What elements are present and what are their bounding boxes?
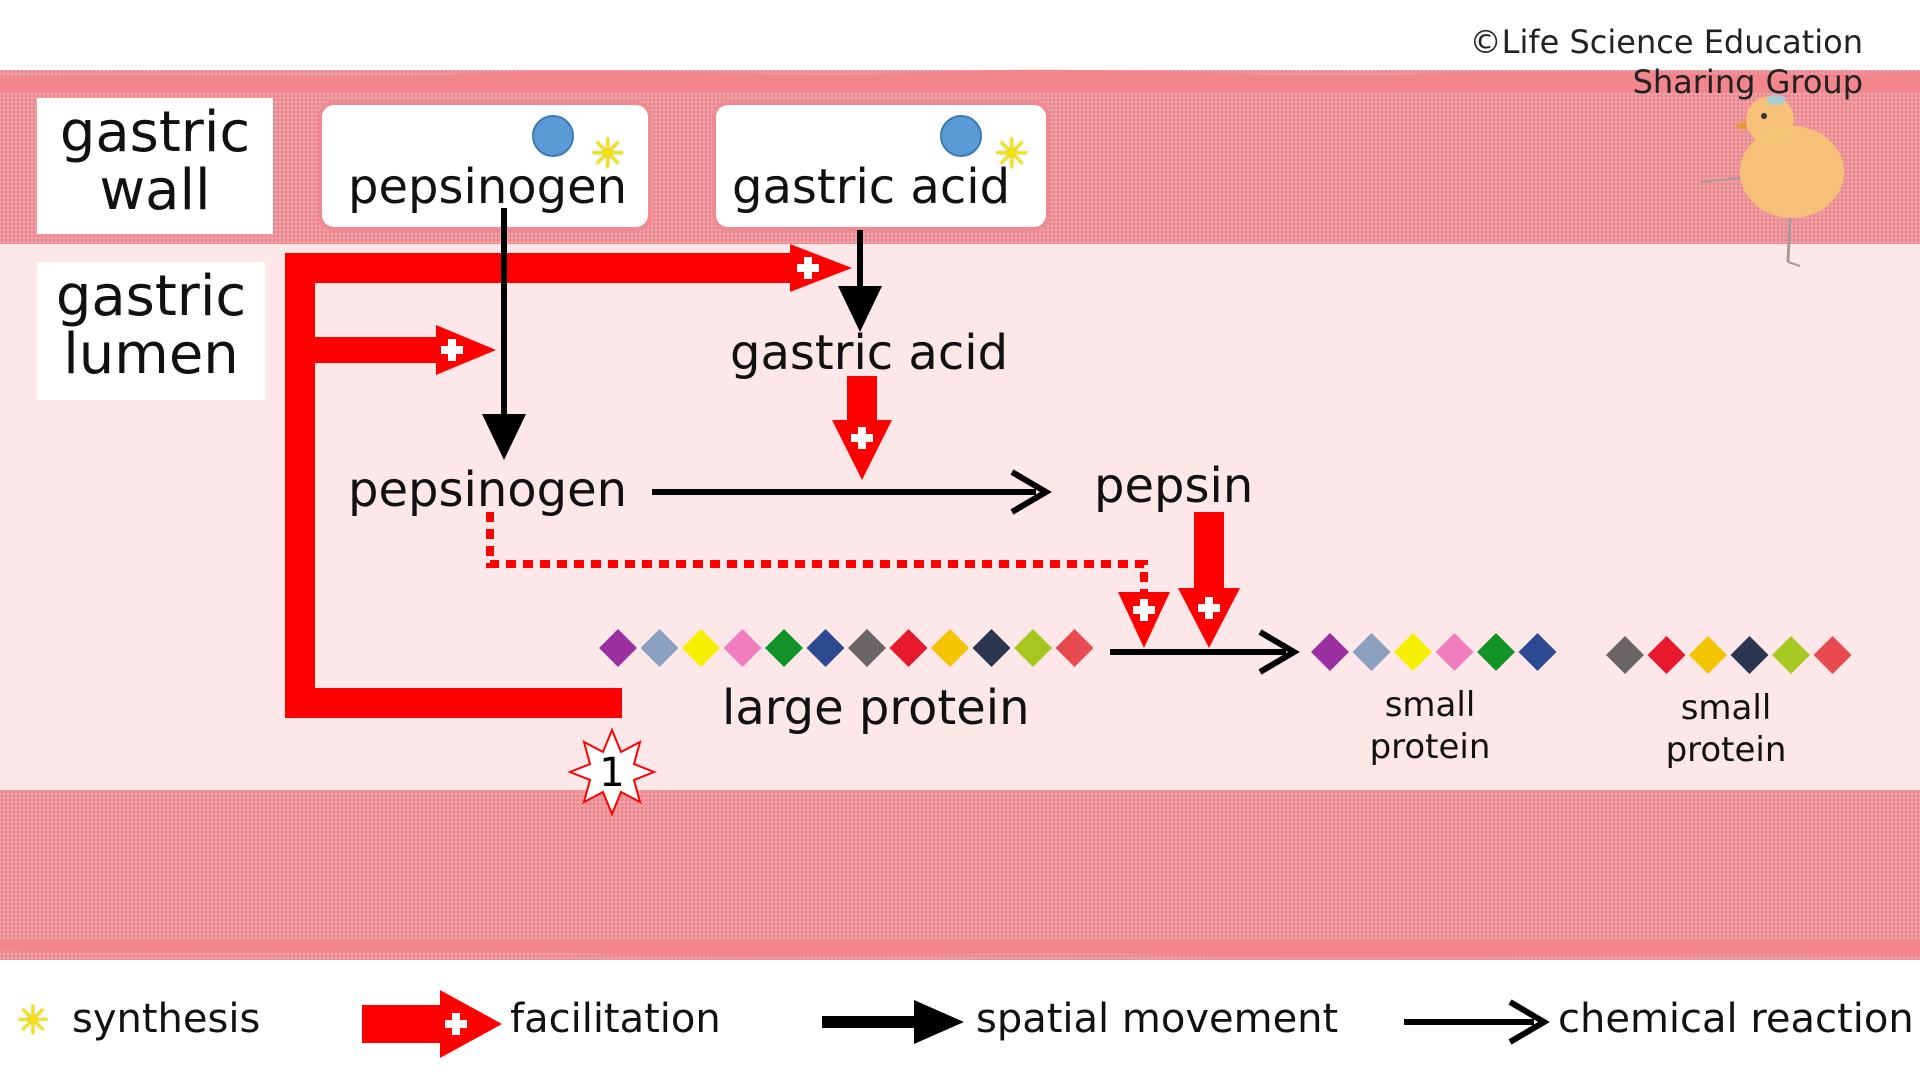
amino-acid-diamond xyxy=(1014,629,1052,667)
legend-spatial-movement-label: spatial movement xyxy=(976,996,1339,1042)
small-protein-chain-2 xyxy=(1606,636,1852,674)
wall-bottom-edge xyxy=(0,940,1920,958)
wall-gastric-acid-label: gastric acid xyxy=(732,159,1011,215)
wall-top-edge xyxy=(0,69,1920,92)
facilitation-arrow-to-pepsinogen xyxy=(436,325,496,375)
synthesis-star-icon: ✳ xyxy=(590,129,626,178)
small-protein-label-1: small protein xyxy=(1350,684,1510,768)
number-marker-label: 1 xyxy=(599,750,624,796)
amino-acid-diamond xyxy=(1352,633,1391,671)
amino-acid-diamond xyxy=(972,629,1011,667)
copyright-line-1: ©Life Science Education xyxy=(1469,23,1863,61)
lumen-pepsinogen-label: pepsinogen xyxy=(348,462,628,518)
amino-acid-diamond xyxy=(1689,636,1727,674)
number-marker-starburst xyxy=(567,727,657,817)
gastric-wall-band-bottom xyxy=(0,790,1920,960)
gastric-lumen-label: gastric lumen xyxy=(37,262,265,400)
amino-acid-diamond xyxy=(1394,633,1432,671)
amino-acid-diamond xyxy=(848,629,886,667)
copyright-line-2: Sharing Group xyxy=(1632,63,1863,101)
amino-acid-diamond xyxy=(806,629,845,667)
legend-facilitation-arrow-icon xyxy=(440,990,502,1058)
small-protein-1-line-1: small xyxy=(1384,685,1476,725)
small-protein-chain-1 xyxy=(1311,633,1557,671)
facilitation-arrow-to-gastric-acid xyxy=(790,244,852,292)
amino-acid-diamond xyxy=(723,629,762,667)
amino-acid-diamond xyxy=(1772,636,1810,674)
gastric-lumen-label-line-1: gastric xyxy=(55,264,247,329)
gastric-wall-label: gastric wall xyxy=(37,98,273,234)
amino-acid-diamond xyxy=(1606,636,1644,674)
amino-acid-diamond xyxy=(1311,633,1349,671)
gastric-acid-synthesis-box: ✳ gastric acid xyxy=(712,101,1050,231)
chick-mascot-icon xyxy=(1700,95,1844,267)
gastric-wall-label-line-1: gastric xyxy=(59,100,251,165)
amino-acid-diamond xyxy=(682,629,720,667)
wall-pepsinogen-label: pepsinogen xyxy=(348,159,628,215)
amino-acid-diamond xyxy=(599,629,637,667)
legend-spatial-movement-arrow-icon xyxy=(914,1000,964,1044)
amino-acid-diamond xyxy=(1518,633,1557,671)
legend-synthesis-star-icon: ✳ xyxy=(16,998,50,1044)
gastric-wall-label-line-2: wall xyxy=(99,158,211,223)
pepsinogen-dotted-facilitation xyxy=(486,512,1148,592)
small-protein-2-line-2: protein xyxy=(1665,730,1787,770)
amino-acid-diamond xyxy=(1477,633,1515,671)
copyright-notice: ©Life Science Education Sharing Group xyxy=(1470,22,1863,102)
gastric-lumen-label-line-2: lumen xyxy=(63,322,239,387)
small-protein-1-line-2: protein xyxy=(1369,727,1491,767)
feedback-bracket xyxy=(285,253,790,718)
pepsinogen-synthesis-box: ✳ pepsinogen xyxy=(318,101,652,231)
amino-acid-diamond xyxy=(1435,633,1474,671)
large-protein-label: large protein xyxy=(722,680,1030,736)
legend-chemical-reaction-arrow-icon xyxy=(1508,999,1550,1045)
amino-acid-diamond xyxy=(1055,629,1094,667)
acid-facilitation-arrow xyxy=(832,420,892,480)
legend-chemical-reaction-label: chemical reaction xyxy=(1558,996,1914,1042)
amino-acid-diamond xyxy=(931,629,969,667)
legend-synthesis-label: synthesis xyxy=(72,996,261,1042)
amino-acid-diamond xyxy=(1813,636,1852,674)
lumen-gastric-acid-label: gastric acid xyxy=(730,325,1009,381)
amino-acid-diamond xyxy=(1647,636,1686,674)
amino-acid-diamond xyxy=(765,629,803,667)
legend-facilitation-label: facilitation xyxy=(510,996,721,1042)
amino-acid-diamond xyxy=(640,629,679,667)
cell-dot-icon xyxy=(940,115,982,157)
large-protein-chain xyxy=(599,629,1094,667)
cell-dot-icon xyxy=(532,115,574,157)
amino-acid-diamond xyxy=(889,629,928,667)
small-protein-label-2: small protein xyxy=(1646,687,1806,771)
amino-acid-diamond xyxy=(1730,636,1769,674)
small-protein-2-line-1: small xyxy=(1680,688,1772,728)
synthesis-star-icon: ✳ xyxy=(994,129,1030,178)
pepsin-label: pepsin xyxy=(1094,458,1254,514)
